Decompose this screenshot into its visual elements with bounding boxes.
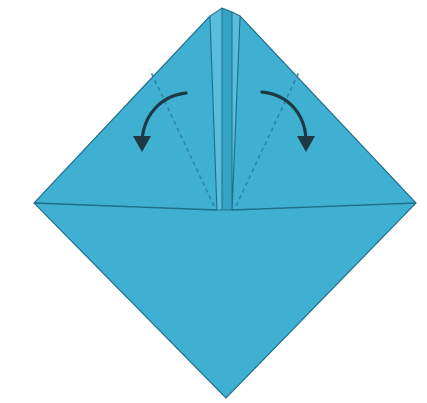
paper-square-base xyxy=(34,203,416,398)
paper-flap-right xyxy=(232,16,416,210)
paper-center-strip-right xyxy=(222,8,232,210)
paper-flap-left xyxy=(34,16,217,210)
